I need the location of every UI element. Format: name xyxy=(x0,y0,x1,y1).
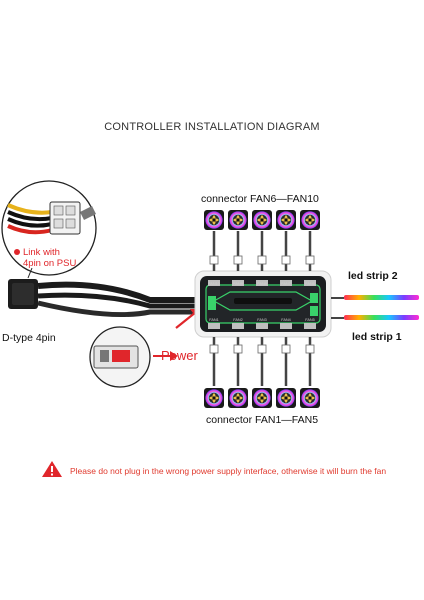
fan-icon xyxy=(300,388,320,408)
warning-icon xyxy=(42,461,62,477)
fan-icon xyxy=(252,210,272,230)
led-strip-1 xyxy=(331,315,419,320)
link-psu-line1: Link with xyxy=(23,247,60,258)
fan-icon xyxy=(276,388,296,408)
fan-icon xyxy=(276,210,296,230)
hub-port-label: FAN4 xyxy=(281,318,291,322)
led-strip-2 xyxy=(331,295,419,300)
fan-icon xyxy=(300,210,320,230)
bottom-fan-group xyxy=(212,337,312,386)
psu-connector-inset xyxy=(1,180,97,276)
diagram-title: CONTROLLER INSTALLATION DIAGRAM xyxy=(104,121,320,133)
controller-hub: FAN10 FAN9 FAN8 FAN7 FAN6 FAN1 FAN2 FAN3… xyxy=(194,270,332,338)
bullet-icon xyxy=(14,249,20,255)
power-port-inset xyxy=(89,326,178,388)
hub-port-label: FAN10 xyxy=(208,282,220,286)
fan-icon xyxy=(228,210,248,230)
fan-icon xyxy=(228,388,248,408)
hub-port-label: FAN8 xyxy=(257,282,267,286)
hub-port-label: FAN7 xyxy=(281,282,291,286)
warning-text: Please do not plug in the wrong power su… xyxy=(70,466,387,476)
link-psu-line2: 4pin on PSU xyxy=(23,258,77,269)
fan-icon xyxy=(204,388,224,408)
hub-port-label: FAN1 xyxy=(209,318,219,322)
hub-port-label: FAN3 xyxy=(257,318,267,322)
dtype-4pin-plug xyxy=(8,279,205,318)
connector-bottom-label: connector FAN1—FAN5 xyxy=(206,414,319,426)
led-strip-1-label: led strip 1 xyxy=(352,331,402,343)
link-psu-label: Link with 4pin on PSU xyxy=(14,247,76,269)
hub-port-label: FAN6 xyxy=(305,282,315,286)
top-fan-group xyxy=(212,231,312,271)
fan-icon xyxy=(252,388,272,408)
power-label: Power xyxy=(161,348,198,363)
led-strip-2-label: led strip 2 xyxy=(348,270,398,282)
hub-port-label: FAN5 xyxy=(305,318,315,322)
connector-top-label: connector FAN6—FAN10 xyxy=(201,193,319,205)
fan-icon xyxy=(204,210,224,230)
hub-port-label: FAN2 xyxy=(233,318,243,322)
dtype-4pin-label: D-type 4pin xyxy=(2,332,56,344)
hub-port-label: FAN9 xyxy=(233,282,243,286)
